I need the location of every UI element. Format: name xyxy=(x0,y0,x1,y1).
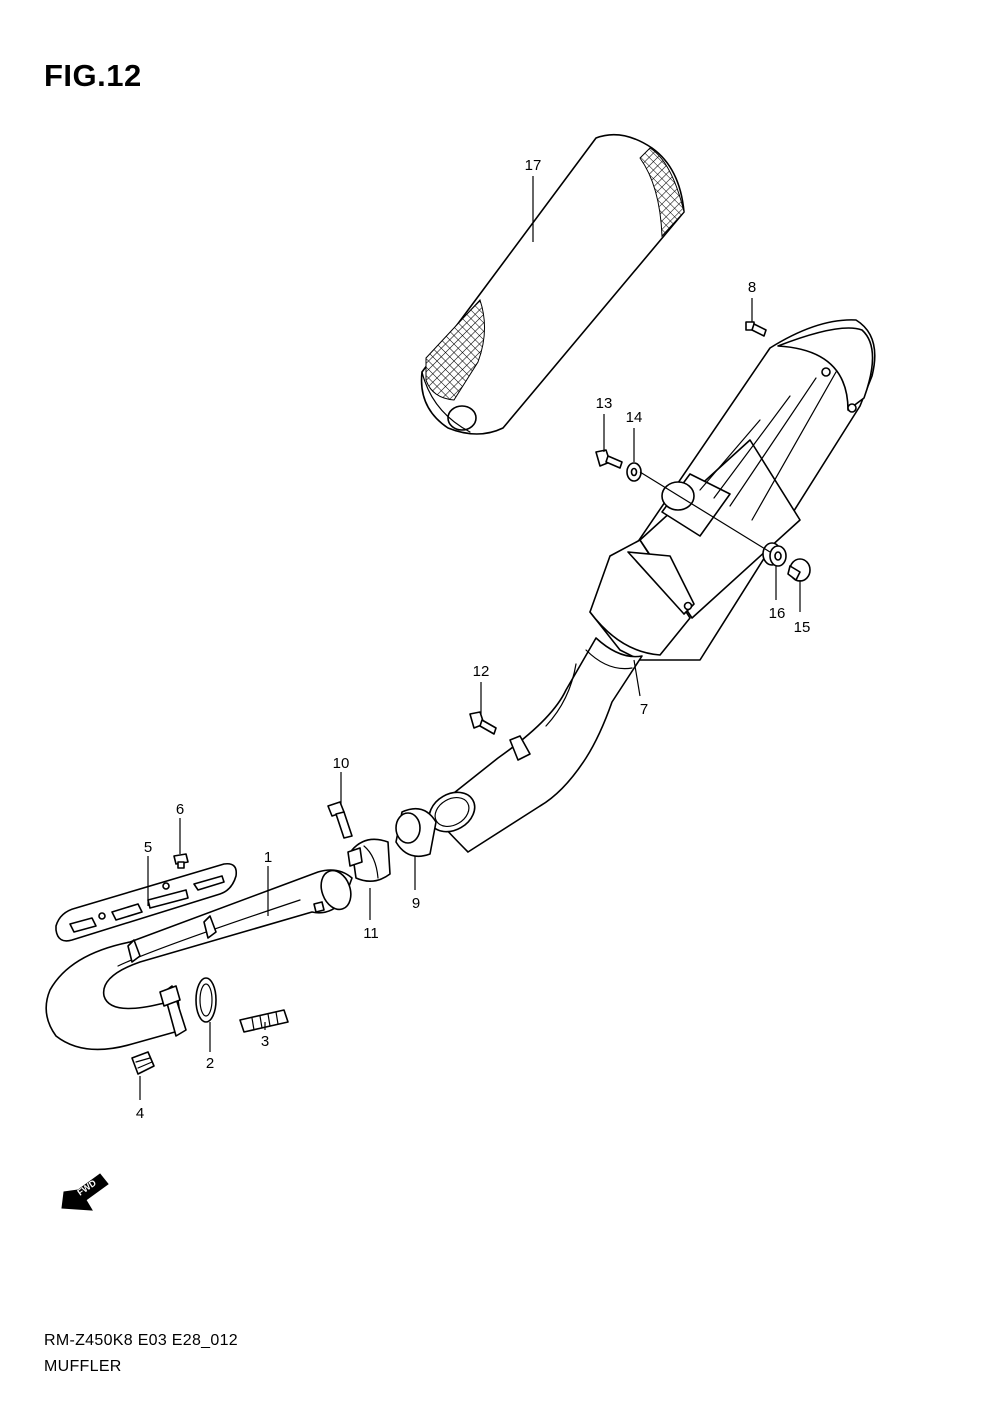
grommet-part-16 xyxy=(762,542,787,567)
muffler-body-part-7 xyxy=(428,319,876,853)
callout-14: 14 xyxy=(626,409,643,426)
muffler-cover-part-17 xyxy=(420,133,685,435)
exhaust-pipe-part-1 xyxy=(45,869,353,1051)
callout-13: 13 xyxy=(596,395,613,412)
callout-10: 10 xyxy=(333,755,350,772)
leader-lines xyxy=(139,176,801,1100)
model-code: RM-Z450K8 E03 E28_012 xyxy=(44,1332,238,1349)
forward-direction-arrow-icon: FWD xyxy=(61,1173,109,1211)
callout-5: 5 xyxy=(144,839,152,856)
callout-2: 2 xyxy=(206,1055,214,1072)
bolt-part-8 xyxy=(745,321,767,337)
nut-part-4 xyxy=(131,1051,155,1075)
gasket-part-2 xyxy=(195,977,217,1023)
callout-17: 17 xyxy=(525,157,542,174)
clamp-part-11 xyxy=(347,838,391,882)
washer-part-14 xyxy=(626,462,642,482)
figure-title: FIG.12 xyxy=(44,58,142,93)
gasket-sleeve-part-9 xyxy=(395,807,437,858)
callout-12: 12 xyxy=(473,663,490,680)
callout-7: 7 xyxy=(640,701,648,718)
callout-4: 4 xyxy=(136,1105,144,1122)
bolt-part-13 xyxy=(595,449,623,469)
stud-part-3 xyxy=(239,1009,289,1033)
section-name: MUFFLER xyxy=(44,1358,122,1375)
callout-11: 11 xyxy=(363,925,379,942)
callout-16: 16 xyxy=(769,605,786,622)
screw-part-6 xyxy=(173,853,189,869)
callout-3: 3 xyxy=(261,1033,269,1050)
callout-1: 1 xyxy=(264,849,272,866)
bolt-part-12 xyxy=(469,711,497,735)
callout-9: 9 xyxy=(412,895,420,912)
callout-8: 8 xyxy=(748,279,756,296)
bolt-part-10 xyxy=(327,801,353,839)
callout-numbers: 17 8 13 14 16 15 7 12 10 11 9 6 5 1 2 3 … xyxy=(136,157,811,1122)
collar-part-15 xyxy=(787,558,811,582)
heat-protector-part-5 xyxy=(55,862,238,942)
callout-15: 15 xyxy=(794,619,811,636)
callout-6: 6 xyxy=(176,801,184,818)
